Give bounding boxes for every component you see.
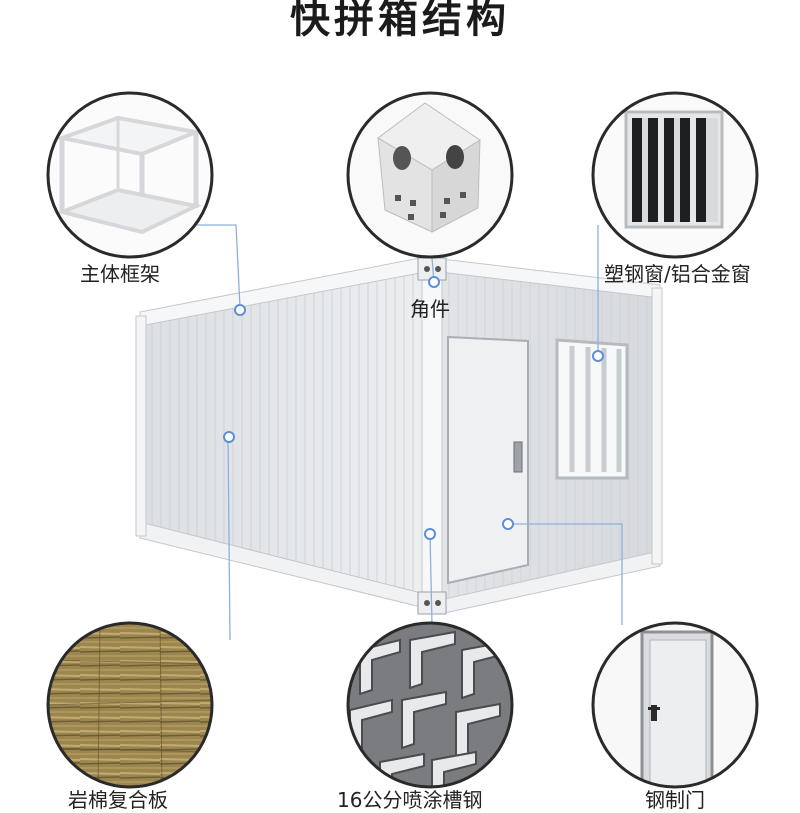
label-door: 钢制门: [645, 788, 705, 812]
label-main-frame: 主体框架: [80, 262, 160, 286]
container-illustration: [135, 257, 663, 615]
steel-door-thumbnail: [591, 621, 759, 789]
main-frame-thumbnail: [46, 91, 214, 259]
label-window: 塑钢窗/铝合金窗: [604, 262, 751, 286]
wall-panel-thumbnail: [46, 621, 214, 789]
marker-frame: [234, 304, 246, 316]
label-steel: 16公分喷涂槽钢: [337, 788, 483, 812]
marker-corner: [428, 276, 440, 288]
marker-steel: [424, 528, 436, 540]
window-thumbnail: [591, 91, 759, 259]
container-window: [555, 338, 629, 480]
steel-channel-thumbnail: [346, 621, 514, 789]
marker-wall: [223, 431, 235, 443]
corner-thumbnail: [346, 91, 514, 259]
label-corner: 角件: [410, 297, 450, 321]
door-handle: [513, 441, 523, 473]
label-wall-panel: 岩棉复合板: [68, 788, 168, 812]
callout-lines: [190, 224, 623, 641]
marker-door: [502, 518, 514, 530]
page-title: 快拼箱结构: [290, 0, 510, 42]
callout-dots: [223, 276, 604, 540]
marker-window: [592, 350, 604, 362]
